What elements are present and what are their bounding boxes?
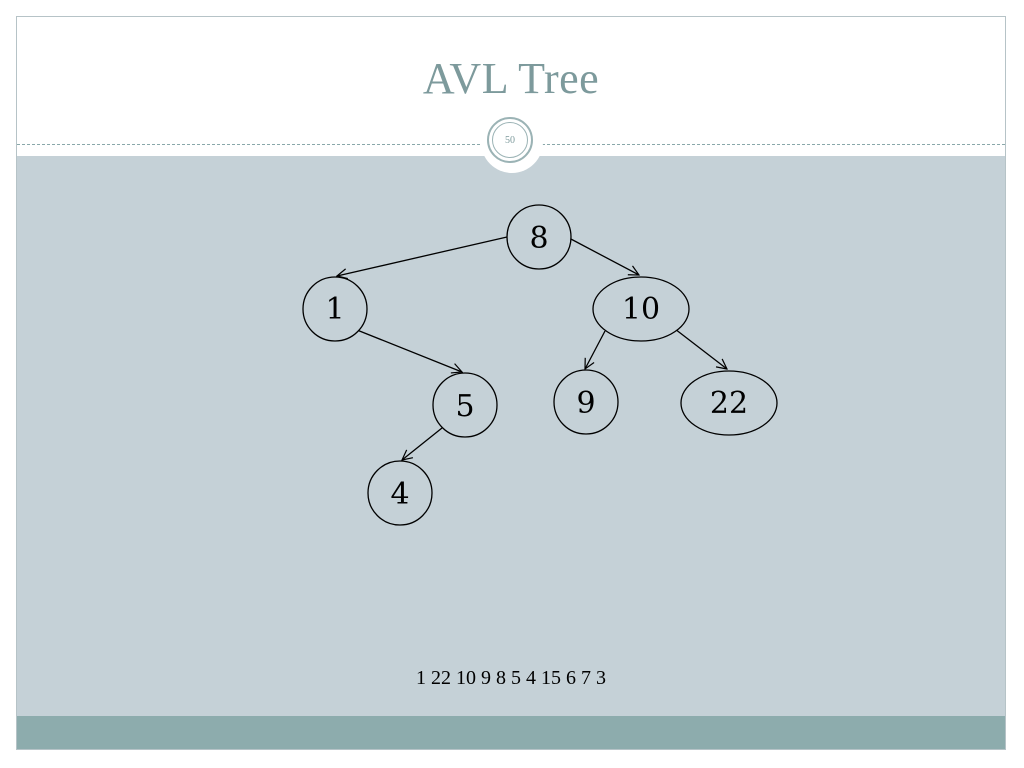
node-label: 8	[529, 221, 548, 256]
slide: AVL Tree 50 8 1 10	[16, 16, 1006, 750]
node-label: 4	[390, 477, 409, 512]
edge-5-to-4	[402, 427, 443, 460]
node-label: 9	[576, 386, 595, 421]
tree-node-22: 22	[680, 370, 778, 436]
edge-10-to-9	[585, 330, 606, 369]
node-label: 10	[622, 292, 660, 327]
edge-1-to-5	[356, 329, 462, 372]
node-label: 5	[455, 389, 474, 424]
node-label: 1	[325, 292, 344, 327]
footer-band	[17, 716, 1005, 749]
tree-node-1: 1	[302, 276, 368, 342]
node-label: 22	[710, 386, 748, 421]
page-number: 50	[492, 122, 528, 158]
avl-tree-diagram: 8 1 10 5 9 22 4	[302, 204, 778, 526]
page-number-badge: 50	[487, 117, 533, 163]
tree-node-9: 9	[553, 369, 619, 435]
tree-node-5: 5	[432, 372, 498, 438]
slide-title: AVL Tree	[422, 54, 600, 103]
tree-node-4: 4	[367, 460, 433, 526]
edge-10-to-22	[674, 328, 727, 369]
edge-8-to-1	[337, 236, 508, 276]
edge-8-to-10	[568, 237, 639, 275]
tree-node-8: 8	[506, 204, 572, 270]
insertion-sequence: 1 22 10 9 8 5 4 15 6 7 3	[416, 667, 606, 689]
tree-node-10: 10	[592, 276, 690, 342]
